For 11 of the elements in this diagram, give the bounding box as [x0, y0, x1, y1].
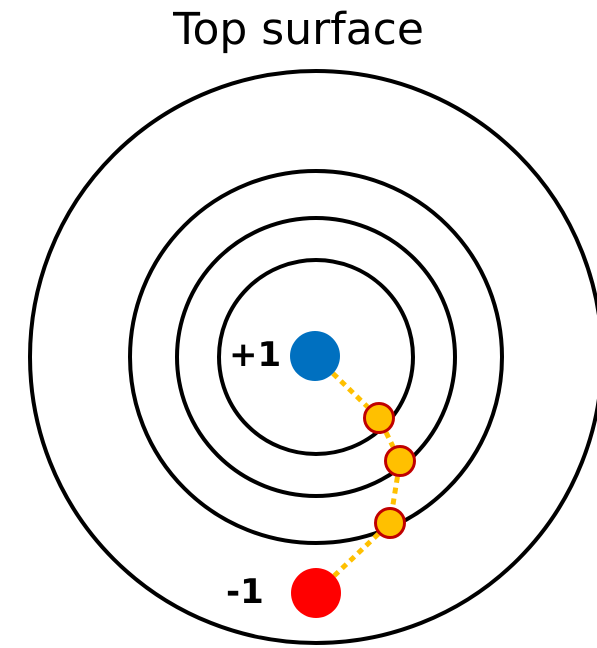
charge-dot	[291, 568, 341, 618]
dashed-connector	[384, 431, 396, 448]
charge-label: -1	[226, 575, 264, 609]
dashed-connector	[390, 476, 400, 508]
dashed-connector	[332, 532, 380, 578]
intermediate-dot	[384, 445, 416, 477]
intermediate-dot	[363, 402, 395, 434]
title: Top surface	[172, 4, 425, 55]
intermediate-dot	[374, 507, 406, 539]
charge-dot	[290, 331, 340, 381]
charge-label: +1	[229, 338, 282, 372]
